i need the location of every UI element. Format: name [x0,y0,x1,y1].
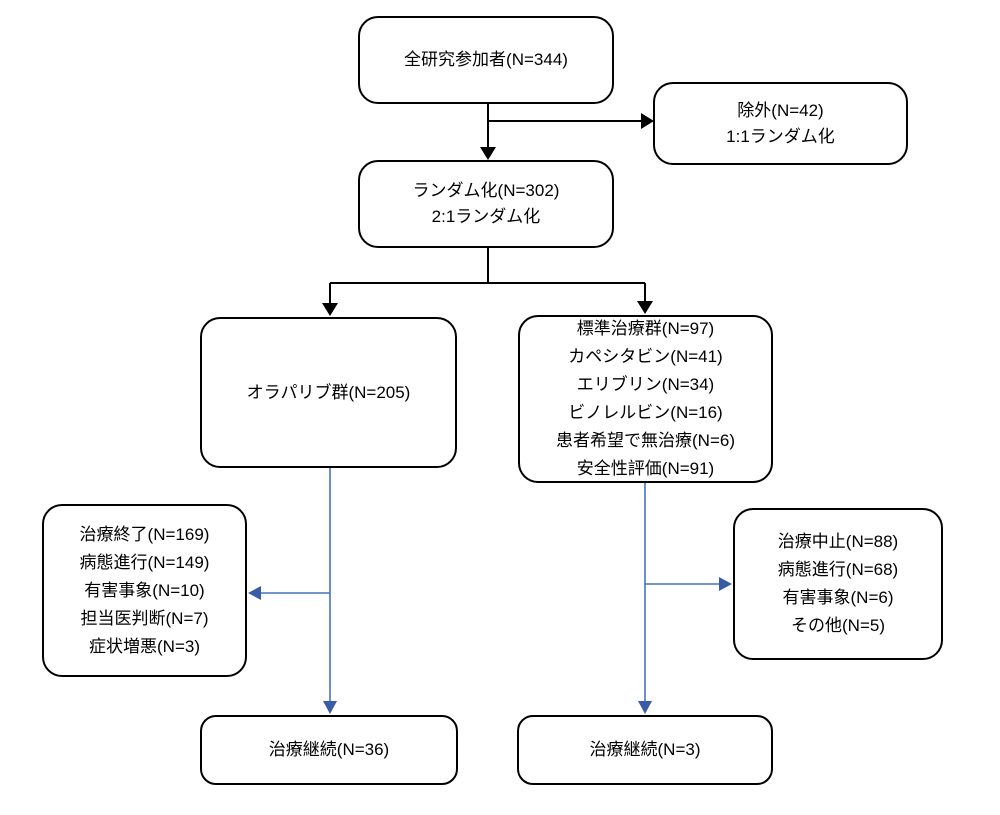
arrowhead-to-randomized [480,147,496,160]
primary-arrowheads [322,113,654,316]
node-text-line: 患者希望で無治療(N=6) [556,431,735,450]
primary-connectors [329,104,646,305]
node-text-line: 治療継続(N=3) [589,740,701,759]
node-olaparib-arm: オラパリブ群(N=205) [200,317,457,468]
node-olaparib-continuing: 治療継続(N=36) [200,715,458,785]
node-text-line: 有害事象(N=10) [84,580,205,600]
node-text-line: 治療終了(N=169) [79,524,210,544]
node-text-line: 病態進行(N=149) [79,552,210,572]
node-text-line: ビノレルビン(N=16) [568,403,723,422]
node-standard-discontinued: 治療中止(N=88) 病態進行(N=68) 有害事象(N=6) その他(N=5) [733,508,943,660]
node-text-line: 全研究参加者(N=344) [404,50,568,69]
node-text-line: 標準治療群(N=97) [576,319,715,338]
node-text-line: ランダム化(N=302) [412,181,560,200]
node-text-line: 1:1ランダム化 [726,126,835,146]
node-olaparib-discontinued: 治療終了(N=169) 病態進行(N=149) 有害事象(N=10) 担当医判断… [42,504,247,677]
arrowhead-to-olaparib-discontinued [248,586,261,600]
node-text-line: 症状増悪(N=3) [89,636,200,656]
node-text-line: 病態進行(N=68) [777,560,899,579]
arrowhead-to-standard-continuing [638,701,652,714]
node-text-line: 治療中止(N=88) [777,532,899,551]
node-text-line: 除外(N=42) [737,100,824,120]
node-text-line: 治療継続(N=36) [268,740,390,759]
node-text-line: 安全性評価(N=91) [576,459,715,478]
node-text-line: 2:1ランダム化 [431,207,541,226]
node-text-line: カペシタビン(N=41) [568,347,723,366]
node-text-line: オラパリブ群(N=205) [246,382,411,402]
secondary-connectors [260,468,720,703]
arrowhead-to-olaparib-continuing [323,701,337,714]
node-excluded: 除外(N=42) 1:1ランダム化 [653,82,908,165]
secondary-arrowheads [248,577,732,714]
arrowhead-to-excluded [641,113,654,129]
arrowhead-to-standard-discontinued [719,577,732,591]
node-standard-arm: 標準治療群(N=97) カペシタビン(N=41) エリブリン(N=34) ビノレ… [518,315,773,483]
arrowhead-to-standard [637,301,653,314]
node-text-line: 有害事象(N=6) [782,588,894,607]
node-all-participants: 全研究参加者(N=344) [358,16,614,104]
node-text-line: エリブリン(N=34) [576,375,715,394]
arrowhead-to-olaparib [322,303,338,316]
node-text-line: 担当医判断(N=7) [80,608,209,628]
node-randomized: ランダム化(N=302) 2:1ランダム化 [358,160,614,248]
node-text-line: その他(N=5) [791,616,885,635]
node-standard-continuing: 治療継続(N=3) [517,715,773,785]
